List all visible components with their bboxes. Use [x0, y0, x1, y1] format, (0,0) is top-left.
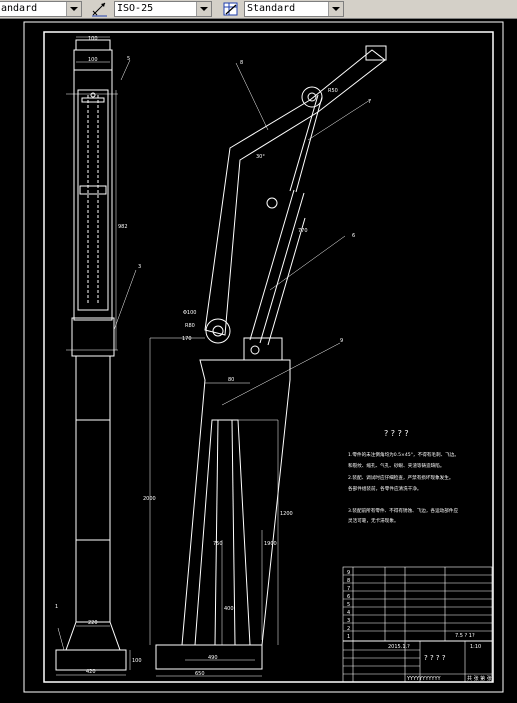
tech-note-6: 灵活可靠，无卡滞现象。: [348, 517, 399, 524]
tech-note-5: 3.装配前所有零件、不得有锈蚀、飞边，各运动部件应: [348, 507, 458, 514]
style-toolbar: andard ISO-25 Standard: [0, 0, 517, 19]
bom-row-3: 3: [347, 618, 350, 624]
bom-row-9: 9: [347, 570, 350, 576]
dim-base2-width-2: 490: [208, 655, 218, 661]
dim-bottom-width: 220: [88, 620, 98, 626]
tech-note-2: 和裂纹、缩孔、气孔、砂眼、夹渣等铸造缺陷。: [348, 462, 444, 469]
dimension-style-icon[interactable]: [91, 1, 109, 17]
part-number-5: 5: [127, 56, 130, 62]
dim-base-width: 420: [86, 669, 96, 675]
dim-top-width-2: 100: [88, 57, 98, 63]
dim-pivot-x: 170: [182, 336, 192, 342]
dim-base2-width: 650: [195, 671, 205, 677]
bom-row-5: 5: [347, 602, 350, 608]
dim-column-height: 982: [118, 224, 128, 230]
bom-row-6: 6: [347, 594, 350, 600]
tech-note-1: 1.零件的未注倒角均为0.5×45°，不得有毛刺、飞边。: [348, 451, 459, 458]
dim-small-height: 400: [224, 606, 234, 612]
inner-border: [43, 31, 494, 683]
bom-row-7: 7: [347, 586, 350, 592]
text-style-value: andard: [1, 3, 38, 14]
bom-row-2: 2: [347, 626, 350, 632]
dim-inner-height: 1200: [280, 511, 293, 517]
drawing-canvas[interactable]: 100 100 982 220 420 100 5 3 1: [0, 19, 517, 699]
table-style-icon[interactable]: [222, 1, 240, 17]
part-number-3: 3: [138, 264, 141, 270]
table-style-value: Standard: [247, 3, 296, 14]
dim-pivot-radius: R80: [185, 323, 195, 329]
text-style-dropdown[interactable]: andard: [0, 1, 82, 17]
dim-hole: R50: [328, 88, 338, 94]
bom-row-4: 4: [347, 610, 350, 616]
outer-border: [23, 21, 504, 693]
dim-base-height: 100: [132, 658, 142, 664]
bom-row-8: 8: [347, 578, 350, 584]
cad-drawing: 100 100 982 220 420 100 5 3 1: [23, 21, 504, 693]
part-number-8: 8: [240, 60, 243, 66]
dimension-style-value: ISO-25: [117, 3, 154, 14]
front-view: [149, 45, 387, 677]
drawing-code: YYYYYYYYYYY: [406, 676, 442, 682]
side-view: [55, 36, 137, 676]
dim-total-height: 2000: [143, 496, 156, 502]
chevron-down-icon[interactable]: [328, 2, 343, 16]
tech-note-3: 2.装配、调试时应仔细检查，严禁有损坏现象发生。: [348, 474, 453, 481]
drawing-scale: 1:10: [470, 644, 481, 650]
dim-cylinder-length: 770: [298, 228, 308, 234]
part-number-1: 1: [55, 604, 58, 610]
technical-requirements: ? ? ? ? 1.零件的未注倒角均为0.5×45°，不得有毛刺、飞边。 和裂纹…: [348, 429, 459, 524]
table-style-dropdown[interactable]: Standard: [244, 1, 344, 17]
dim-angle: 30°: [256, 154, 265, 160]
part-number-6: 6: [352, 233, 355, 239]
dimension-style-dropdown[interactable]: ISO-25: [114, 1, 212, 17]
chevron-down-icon[interactable]: [196, 2, 211, 16]
tech-heading: ? ? ? ?: [384, 429, 409, 438]
dim-top-width: 100: [88, 36, 98, 42]
parts-list: [342, 566, 493, 683]
drawing-rev: 7.5 ? 1?: [455, 633, 475, 639]
sheet-number: 共 张 第 张: [467, 675, 492, 682]
dim-mid-height: 750: [213, 541, 223, 547]
bom-row-1: 1: [347, 634, 350, 640]
dim-arm-x: 80: [228, 377, 234, 383]
part-number-7: 7: [368, 99, 371, 105]
chevron-down-icon[interactable]: [66, 2, 81, 16]
title-date: 2015.1.?: [388, 644, 410, 650]
part-number-9: 9: [340, 338, 343, 344]
dim-pivot-diameter: Φ100: [183, 310, 196, 316]
tech-note-4: 各部件组装前，各零件应清洗干净。: [348, 485, 422, 492]
drawing-title: ? ? ? ?: [424, 654, 446, 662]
dim-frame-height: 1900: [264, 541, 277, 547]
